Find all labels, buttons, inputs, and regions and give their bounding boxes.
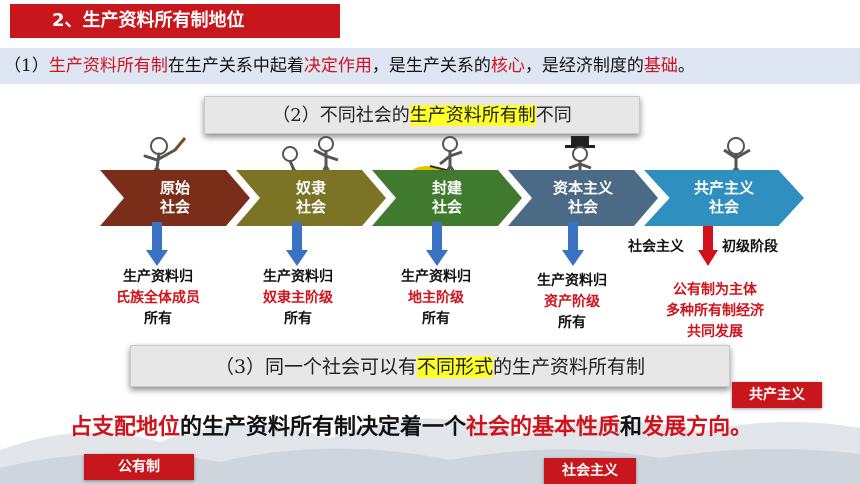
ownership-capitalist: 生产资料归 资产阶级 所有: [522, 271, 622, 334]
primitive-figure-icon: [143, 137, 187, 178]
stage-label: 社会: [295, 198, 326, 216]
ownership-primitive: 生产资料归 氏族全体成员 所有: [108, 267, 208, 330]
socialism-line: 公有制为主体: [673, 282, 757, 298]
stage-label: 社会: [708, 198, 739, 216]
ownership-slave: 生产资料归 奴隶主阶级 所有: [248, 267, 348, 330]
socialism-label: 社会主义: [628, 239, 684, 255]
ownership-line: 生产资料归: [263, 269, 333, 285]
socialism-line: 多种所有制经济: [666, 303, 764, 319]
stage-label: 资本主义: [552, 179, 613, 197]
statement-1-text: ，是经济制度的: [524, 56, 644, 76]
primary-stage-label: 初级阶段: [722, 239, 778, 255]
stage-slave-society: 奴隶 社会: [236, 170, 386, 226]
conclusion-text: 和: [620, 415, 643, 440]
statement-1-keyword-core: 核心: [490, 56, 525, 76]
statement-1-keyword-foundation: 基础: [643, 56, 678, 76]
statement-1-text: 。: [677, 56, 695, 76]
stage-communist-society: 共产主义 社会: [644, 170, 804, 226]
ownership-line: 生产资料归: [401, 269, 471, 285]
communist-figure-icon: [723, 137, 751, 178]
ownership-line: 所有: [422, 311, 450, 327]
statement-1-text: 在生产关系中起着: [167, 56, 304, 76]
ownership-line: 生产资料归: [123, 269, 193, 285]
statement-1-text: ，是生产关系的: [371, 56, 491, 76]
arrow-down-icon: [426, 222, 448, 266]
ownership-line: 所有: [144, 311, 172, 327]
stage-label: 原始: [159, 179, 190, 197]
statement-1-term: 生产资料所有制: [48, 56, 168, 76]
statement-3-text: 的生产资料所有制: [493, 356, 646, 378]
arrow-down-red-icon: [698, 226, 718, 266]
section-title: 2、生产资料所有制地位: [10, 4, 340, 38]
mountain-background-icon: [0, 418, 860, 484]
statement-2: （2）不同社会的生产资料所有制不同: [204, 96, 640, 134]
tag-public-ownership: 公有制: [84, 454, 194, 480]
statement-2-highlight: 生产资料所有制: [409, 105, 536, 126]
socialism-line: 共同发展: [687, 324, 743, 340]
ownership-line: 所有: [284, 311, 312, 327]
conclusion-keyword: 发展方向。: [642, 415, 753, 440]
tag-communism: 共产主义: [732, 382, 822, 408]
arrow-down-icon: [562, 222, 584, 266]
capitalist-figure-icon: [565, 136, 595, 178]
ownership-feudal: 生产资料归 地主阶级 所有: [386, 267, 486, 330]
stage-feudal-society: 封建 社会: [372, 170, 522, 226]
statement-2-text: （2）不同社会的: [272, 105, 410, 126]
stage-label: 社会: [431, 198, 462, 216]
stage-capitalist-society: 资本主义 社会: [508, 170, 658, 226]
statement-3: （3）同一个社会可以有不同形式的生产资料所有制: [130, 345, 730, 387]
stage-primitive-society: 原始 社会: [100, 170, 250, 226]
tag-socialism: 社会主义: [544, 458, 636, 484]
socialism-ownership: 公有制为主体 多种所有制经济 共同发展: [640, 280, 790, 343]
statement-1-keyword-decisive: 决定作用: [303, 56, 372, 76]
arrow-down-icon: [286, 222, 308, 266]
conclusion-keyword: 占支配地位: [70, 415, 181, 440]
ownership-owner: 奴隶主阶级: [263, 290, 333, 306]
statement-2-text: 不同: [535, 105, 572, 126]
conclusion-text: 的生产资料所有制决定着一个: [180, 415, 467, 440]
statement-1: （1）生产资料所有制在生产关系中起着决定作用，是生产关系的核心，是经济制度的基础…: [0, 48, 860, 84]
stage-label: 社会: [567, 198, 598, 216]
stage-label: 社会: [159, 198, 190, 216]
statement-3-text: （3）同一个社会可以有: [214, 356, 418, 378]
statement-1-number: （1）: [4, 56, 49, 76]
conclusion-keyword: 社会的基本性质: [466, 415, 621, 440]
ownership-owner: 地主阶级: [408, 290, 464, 306]
ownership-owner: 资产阶级: [544, 294, 600, 310]
ownership-line: 所有: [558, 315, 586, 331]
stage-label: 共产主义: [693, 179, 754, 197]
ownership-line: 生产资料归: [537, 273, 607, 289]
conclusion: 占支配地位的生产资料所有制决定着一个社会的基本性质和发展方向。: [70, 409, 752, 441]
ownership-owner: 氏族全体成员: [116, 290, 200, 306]
stage-label: 奴隶: [295, 179, 326, 197]
stage-label: 封建: [431, 179, 462, 197]
arrow-down-icon: [146, 222, 168, 266]
statement-3-highlight: 不同形式: [417, 356, 494, 378]
